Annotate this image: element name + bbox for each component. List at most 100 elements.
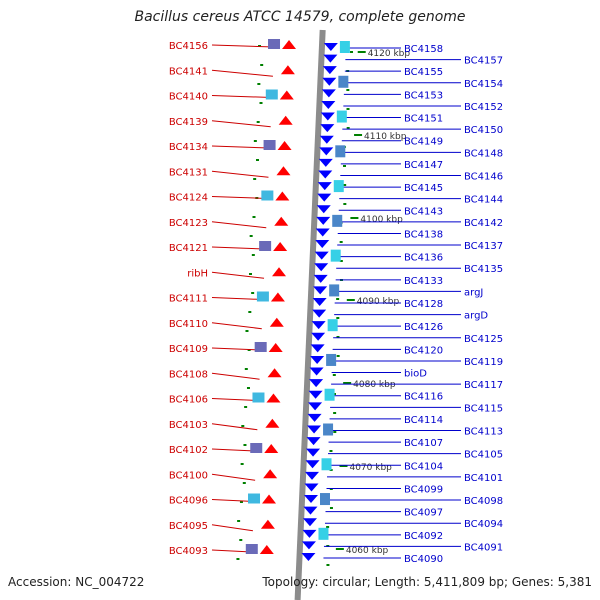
track-dot (248, 311, 252, 313)
forward-gene-arrow (280, 65, 295, 75)
reverse-gene-arrow (309, 367, 324, 376)
reverse-gene-label: BC4146 (464, 172, 503, 183)
reverse-gene-box (327, 319, 338, 332)
reverse-gene-label: BC4151 (404, 114, 443, 125)
reverse-gene-label: BC4135 (464, 264, 503, 275)
reverse-gene-label: BC4125 (464, 334, 503, 345)
reverse-gene-arrow (323, 43, 338, 51)
reverse-gene-arrow (303, 506, 318, 515)
track-dot (239, 539, 243, 541)
forward-gene-arrow (277, 141, 292, 150)
track-dot (333, 412, 337, 414)
track-dot (329, 488, 333, 490)
reverse-gene-arrow (311, 332, 326, 341)
reverse-gene-arrow (303, 495, 318, 504)
reverse-gene-box (319, 493, 330, 506)
reverse-gene-label: bioD (404, 369, 427, 380)
reverse-gene-arrow (311, 321, 326, 330)
reverse-gene-arrow (313, 286, 328, 295)
track-dot (245, 330, 249, 332)
reverse-gene-label: BC4150 (464, 125, 503, 136)
reverse-gene-box (333, 180, 344, 193)
forward-leader-line (211, 473, 256, 481)
forward-gene-arrow (262, 494, 277, 504)
reverse-gene-label: BC4145 (404, 183, 443, 194)
forward-gene-arrow (278, 115, 293, 125)
forward-gene-arrow (264, 444, 279, 453)
reverse-gene-box (329, 284, 340, 297)
track-dot (244, 368, 248, 370)
forward-gene-label: BC4111 (169, 294, 208, 305)
reverse-gene-arrow (312, 298, 327, 306)
reverse-gene-arrow (315, 228, 330, 237)
reverse-gene-arrow (305, 460, 320, 469)
reverse-gene-box (335, 145, 346, 158)
forward-leader-line (211, 170, 269, 178)
accession-text: Accession: NC_004722 (8, 575, 145, 589)
forward-leader-line (211, 322, 262, 330)
reverse-gene-box (332, 214, 343, 227)
track-dot (244, 406, 248, 408)
reverse-gene-arrow (306, 437, 321, 446)
track-dot (350, 51, 354, 53)
track-dot (260, 64, 264, 66)
track-dot (257, 83, 261, 85)
reverse-gene-label: BC4154 (464, 79, 503, 90)
forward-gene-arrow (274, 216, 289, 226)
track-dot (246, 387, 250, 389)
reverse-gene-arrow (316, 216, 331, 225)
track-dot (253, 140, 257, 142)
forward-leader-line (211, 499, 255, 502)
reverse-gene-arrow (314, 251, 329, 260)
reverse-gene-label: BC4142 (464, 218, 503, 229)
track-dot (343, 203, 347, 205)
forward-gene-label: BC4102 (169, 445, 208, 456)
track-dot (343, 184, 347, 186)
reverse-gene-label: BC4152 (464, 102, 503, 113)
forward-gene-arrow (282, 40, 297, 49)
reverse-gene-box (336, 110, 347, 123)
track-dot (346, 127, 350, 129)
forward-leader-line (211, 44, 275, 48)
forward-gene-box (259, 241, 272, 251)
forward-leader-line (211, 524, 253, 532)
reverse-gene-arrow (318, 170, 333, 179)
reverse-gene-arrow (307, 413, 322, 422)
track-dot (239, 501, 243, 503)
track-dot (336, 317, 340, 319)
reverse-gene-arrow (301, 541, 316, 550)
forward-gene-label: ribH (187, 268, 208, 279)
reverse-gene-label: BC4149 (404, 137, 443, 148)
reverse-gene-box (339, 41, 350, 53)
forward-gene-box (248, 493, 261, 504)
forward-leader-line (211, 69, 273, 77)
track-dot (248, 273, 252, 275)
scale-tick-label: 4070 kbp (349, 463, 392, 473)
forward-gene-arrow (260, 519, 275, 529)
reverse-gene-label: BC4137 (464, 241, 503, 252)
track-dot (336, 355, 340, 357)
forward-gene-box (263, 140, 276, 150)
reverse-gene-arrow (317, 182, 332, 191)
track-dot (253, 178, 257, 180)
reverse-gene-label: BC4094 (464, 519, 503, 530)
reverse-gene-label: BC4119 (464, 357, 503, 368)
forward-gene-label: BC4123 (169, 218, 208, 229)
reverse-gene-arrow (308, 390, 323, 399)
forward-gene-label: BC4106 (169, 395, 208, 406)
forward-gene-arrow (269, 317, 284, 327)
forward-gene-arrow (259, 545, 274, 554)
reverse-gene-label: BC4138 (404, 229, 443, 240)
reverse-gene-label: BC4133 (404, 276, 443, 287)
reverse-gene-arrow (306, 448, 321, 457)
forward-gene-label: BC4131 (169, 167, 208, 178)
forward-gene-arrow (276, 166, 291, 176)
track-dot (343, 165, 347, 167)
forward-gene-label: BC4140 (169, 92, 208, 103)
track-dot (346, 108, 350, 110)
forward-gene-box (250, 443, 263, 453)
reverse-gene-label: BC4148 (464, 148, 503, 159)
track-dot (339, 241, 343, 243)
track-dot (252, 216, 256, 218)
reverse-gene-arrow (320, 124, 335, 133)
